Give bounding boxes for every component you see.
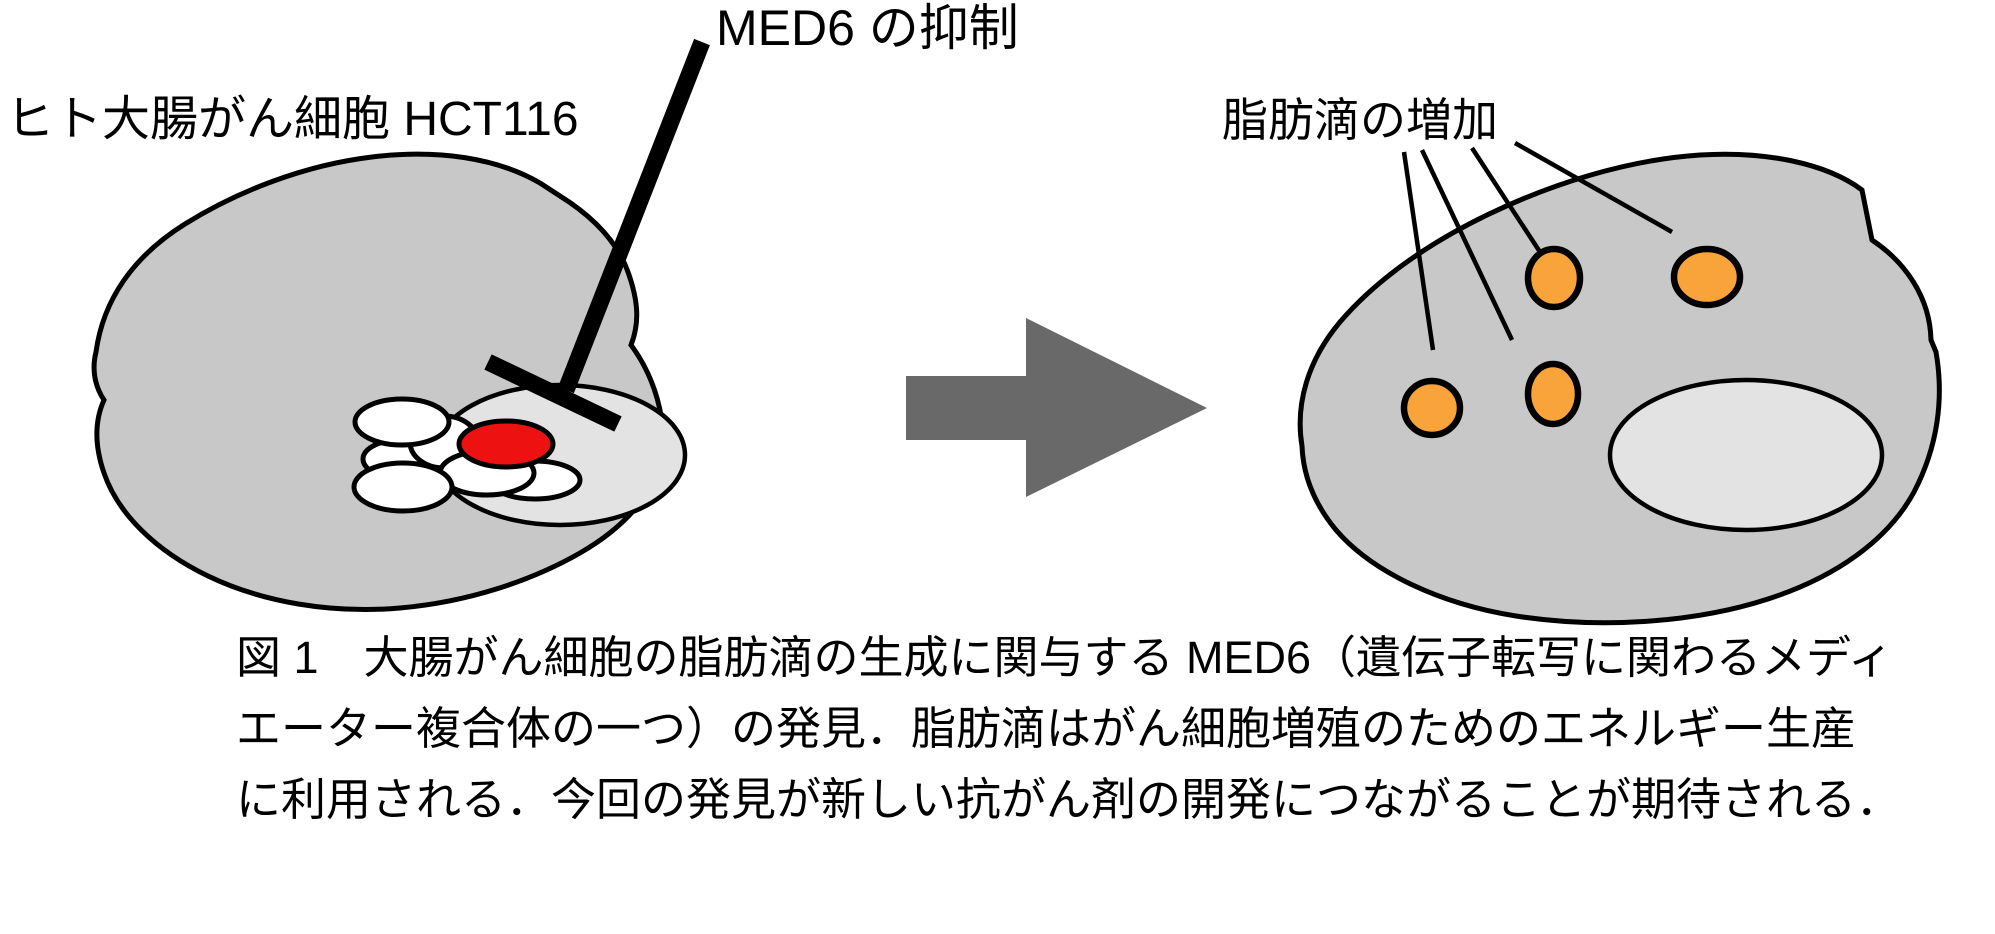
med6-protein: [456, 418, 556, 470]
t-bar-inhibition-icon: [484, 38, 710, 432]
caption-line: 図 1 大腸がん細胞の脂肪滴の生成に関与する MED6（遺伝子転写に関わるメディ: [236, 632, 1893, 683]
figure-caption: 図 1 大腸がん細胞の脂肪滴の生成に関与する MED6（遺伝子転写に関わるメディ…: [236, 622, 1956, 835]
t-bar-shaft: [558, 38, 710, 394]
vesicle: [352, 396, 452, 448]
label-med6-inhibition: MED6 の抑制: [716, 0, 1019, 56]
caption-line: エーター複合体の一つ）の発見．脂肪滴はがん細胞増殖のためのエネルギー生産: [236, 703, 1857, 754]
right-cell-membrane: [1297, 151, 1942, 626]
label-lipid-increase: 脂肪滴の増加: [1222, 94, 1498, 146]
right-cell: [1297, 141, 1942, 626]
right-cell-nucleus: [1607, 377, 1885, 533]
pointer-line: [1419, 149, 1515, 341]
pointer-line: [1470, 146, 1542, 254]
vesicle: [351, 460, 455, 514]
lipid-droplet: [1400, 377, 1464, 439]
lipid-droplet: [1524, 360, 1582, 428]
pointer-line: [1513, 141, 1674, 234]
left-cell: [91, 38, 710, 612]
right-arrow-icon: [906, 318, 1207, 497]
label-cell-name: ヒト大腸がん細胞 HCT116: [6, 93, 579, 146]
lipid-droplet: [1524, 245, 1584, 311]
lipid-droplet: [1670, 245, 1744, 309]
t-bar-crossbar: [484, 354, 622, 432]
caption-line: に利用される．今回の発見が新しい抗がん剤の開発につながることが期待される．: [236, 774, 1902, 825]
pointer-line: [1401, 151, 1436, 351]
